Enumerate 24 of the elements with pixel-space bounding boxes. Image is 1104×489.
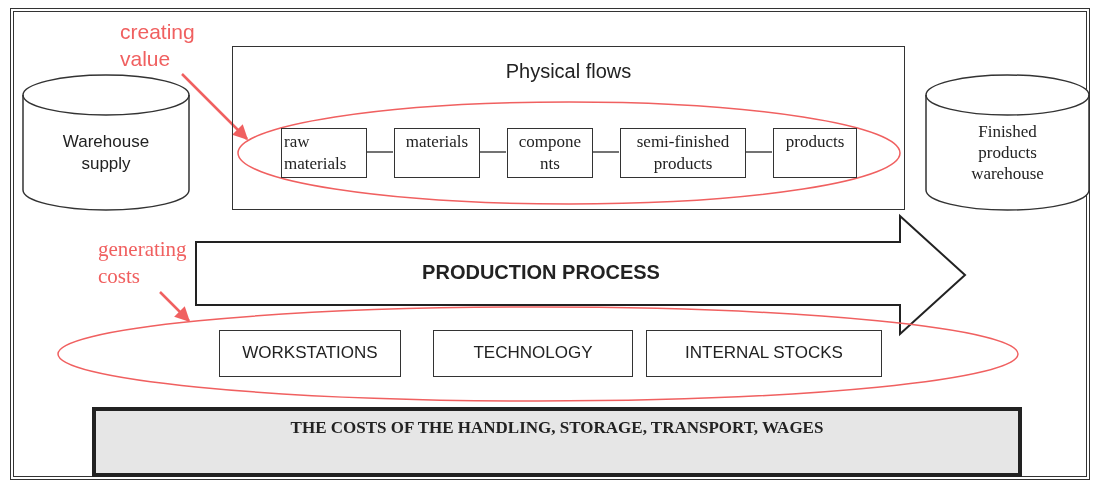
process-box: WORKSTATIONS — [219, 330, 401, 377]
storage-cylinder: Warehouse supply — [22, 75, 190, 210]
group-box — [232, 46, 905, 210]
leader-arrow — [181, 73, 249, 141]
process-box: raw materials — [281, 128, 367, 178]
cost-banner: THE COSTS OF THE HANDLING, STORAGE, TRANSPORT, WAGES — [92, 407, 1022, 477]
connector-line — [365, 151, 394, 153]
highlight-ellipse — [237, 101, 901, 205]
annotation-text: generating costs — [98, 236, 193, 292]
connector-line — [744, 151, 773, 153]
annotation-text: creating value — [120, 18, 215, 74]
process-box: products — [773, 128, 857, 178]
leader-arrow — [159, 291, 191, 323]
process-box: materials — [394, 128, 480, 178]
highlight-ellipse — [57, 306, 1019, 402]
process-box: TECHNOLOGY — [433, 330, 633, 377]
process-box: semi-finished products — [620, 128, 746, 178]
process-box: INTERNAL STOCKS — [646, 330, 882, 377]
process-box: compone nts — [507, 128, 593, 178]
connector-line — [591, 151, 620, 153]
group-title: Physical flows — [505, 59, 632, 84]
process-arrow: PRODUCTION PROCESS — [195, 215, 967, 335]
connector-line — [478, 151, 507, 153]
storage-cylinder: Finished products warehouse — [925, 75, 1090, 210]
